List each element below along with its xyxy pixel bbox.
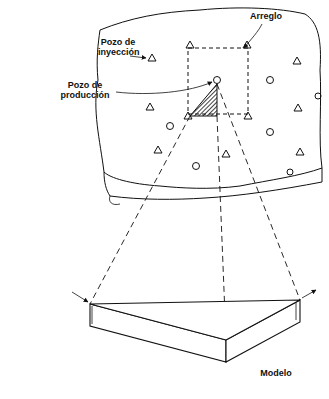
model-prism [90, 300, 300, 362]
injection-wells [146, 41, 304, 157]
projection-lines [90, 84, 300, 340]
leader-line [244, 24, 262, 48]
pattern-square [188, 48, 248, 114]
callout-label: Arreglo [236, 11, 296, 21]
callout-label: Modelo [248, 368, 304, 378]
callout-label: Pozo de inyección [98, 37, 138, 57]
production-wells [167, 77, 322, 176]
reservoir-thickness [104, 168, 322, 199]
model-element [190, 84, 217, 116]
reservoir-outline [96, 8, 322, 188]
callout-label: Pozo de producción [56, 80, 114, 100]
flow-arrows [72, 290, 316, 324]
leader-line [116, 82, 212, 94]
